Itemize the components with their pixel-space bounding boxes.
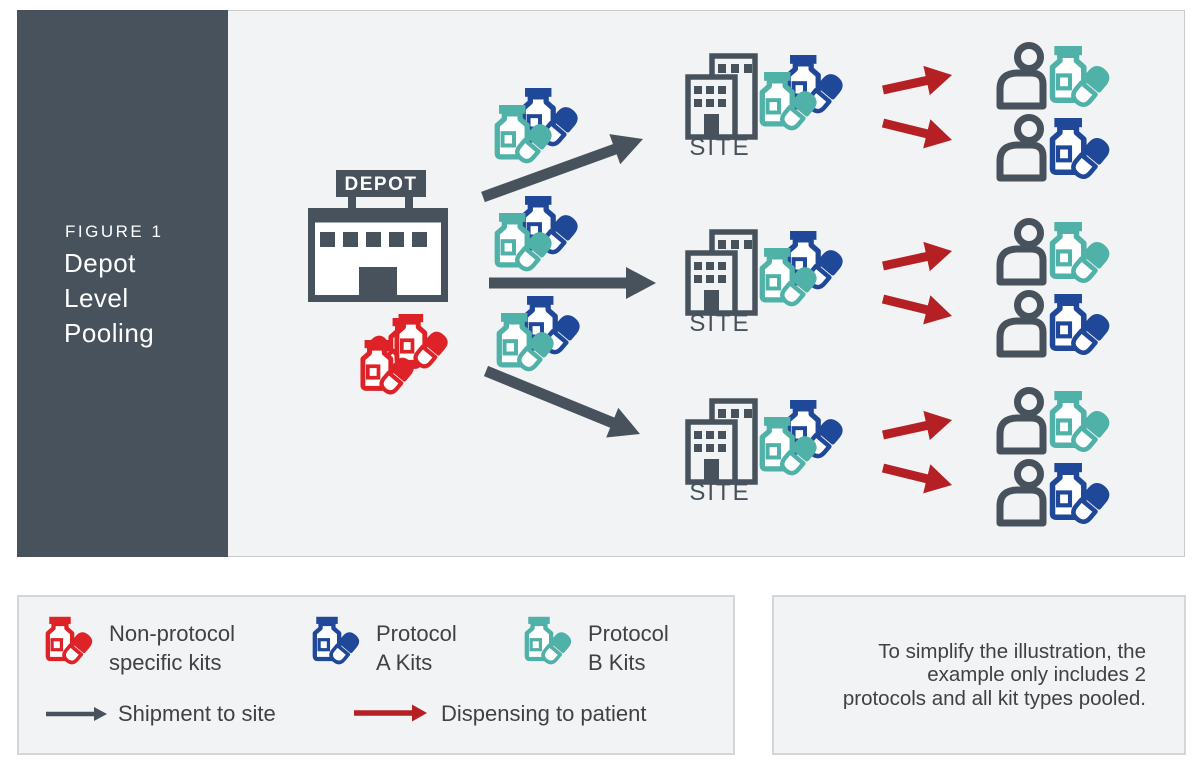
non-protocol-kit-label: Non-protocol specific kits	[109, 621, 235, 675]
kit-icon	[312, 616, 360, 665]
note-box: To simplify the illustration, the exampl…	[772, 595, 1186, 755]
note-text: To simplify the illustration, the exampl…	[842, 639, 1146, 710]
protocol-a-kit-label: Protocol A Kits	[376, 621, 457, 675]
shipment-arrow-icon	[45, 705, 109, 728]
non-protocol-kit-icon	[41, 615, 105, 680]
protocol-a-kit-icon	[308, 615, 372, 680]
shipment-arrow-label: Shipment to site	[118, 701, 276, 726]
legend: Non-protocol specific kits Protocol A Ki…	[17, 595, 735, 755]
figure-sidebar: FIGURE 1 Depot Level Pooling	[17, 10, 228, 557]
figure-label: FIGURE 1	[65, 222, 164, 241]
protocol-b-kit-icon	[520, 615, 584, 680]
figure-title: Depot Level Pooling	[64, 248, 155, 348]
dispensing-arrow-icon	[353, 703, 429, 728]
dispensing-arrow-label: Dispensing to patient	[441, 701, 647, 726]
kit-icon	[45, 616, 93, 665]
kit-icon	[524, 616, 572, 665]
protocol-b-kit-label: Protocol B Kits	[588, 621, 669, 675]
